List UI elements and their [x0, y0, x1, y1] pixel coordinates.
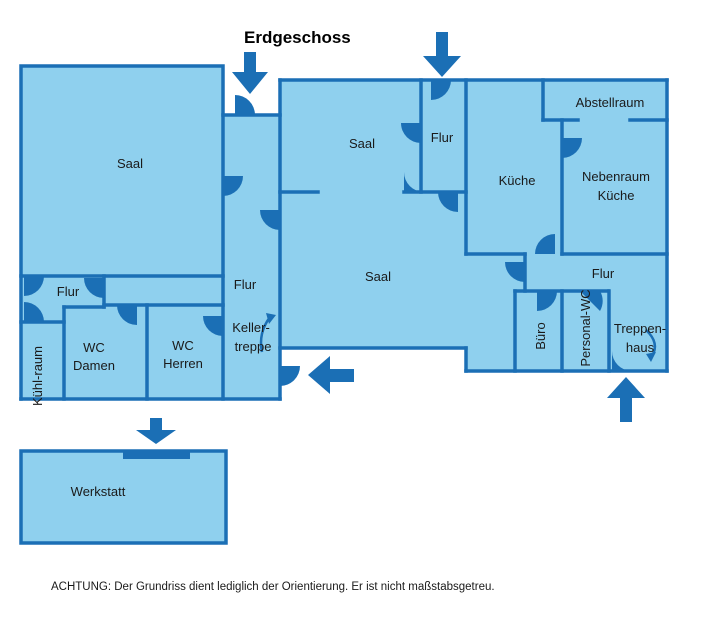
- label-wc-herren-1: WC: [172, 338, 194, 353]
- entrance-arrow-top-left: [232, 52, 268, 94]
- door-saal-left: [223, 176, 243, 196]
- door-wc-herren: [203, 316, 223, 336]
- label-kellertreppe-2: treppe: [235, 339, 272, 354]
- door-kueche: [535, 234, 555, 254]
- door-entrance-left: [235, 95, 255, 115]
- label-flur-main: Flur: [234, 277, 257, 292]
- stair-arrows: [259, 313, 657, 362]
- door-personal-wc: [580, 291, 603, 311]
- label-treppenhaus-2: haus: [626, 340, 655, 355]
- label-saal-left: Saal: [117, 156, 143, 171]
- door-wc-damen: [117, 305, 137, 325]
- door-saal-flur: [438, 192, 458, 212]
- door-buero: [537, 291, 557, 311]
- door-treppenhaus: [612, 351, 632, 371]
- entrance-arrow-side: [308, 356, 354, 394]
- label-nebenraum-2: Küche: [598, 188, 635, 203]
- entrance-arrow-bottom-right: [607, 377, 645, 422]
- label-nebenraum-1: Nebenraum: [582, 169, 650, 184]
- door-flur-to-saal: [260, 210, 280, 230]
- label-wc-herren-2: Herren: [163, 356, 203, 371]
- door-swings: [24, 80, 632, 386]
- label-kellertreppe-1: Keller-: [232, 320, 270, 335]
- label-saal-center: Saal: [365, 269, 391, 284]
- door-flur-right: [505, 262, 525, 282]
- label-treppenhaus-1: Treppen-: [614, 321, 666, 336]
- label-flur-right: Flur: [592, 266, 615, 281]
- label-wc-damen-2: Damen: [73, 358, 115, 373]
- entrance-arrow-top-center: [423, 32, 461, 77]
- label-flur-small: Flur: [57, 284, 80, 299]
- door-flur-small-right: [84, 278, 104, 298]
- room-labels: Saal Flur Flur Keller- treppe WC Damen W…: [30, 95, 666, 499]
- door-flur-top-bottom: [404, 172, 424, 192]
- label-flur-top: Flur: [431, 130, 454, 145]
- label-buero: Büro: [533, 322, 548, 349]
- door-kuehlraum: [24, 302, 44, 322]
- label-kueche: Küche: [499, 173, 536, 188]
- werkstatt-building: [19, 449, 228, 545]
- disclaimer-note: ACHTUNG: Der Grundriss dient lediglich d…: [51, 581, 495, 593]
- label-kuehlraum: Kühl-raum: [30, 346, 45, 406]
- label-werkstatt: Werkstatt: [71, 484, 126, 499]
- door-entrance-top: [431, 80, 451, 100]
- door-nebenraum: [562, 138, 582, 158]
- label-abstellraum: Abstellraum: [576, 95, 645, 110]
- label-personal-wc: Personal-WC: [578, 289, 593, 366]
- page-title: Erdgeschoss: [244, 28, 351, 47]
- door-flur-small-left: [24, 276, 44, 296]
- door-side-entrance: [280, 366, 300, 386]
- label-saal-upper: Saal: [349, 136, 375, 151]
- room-fills: [21, 66, 667, 543]
- label-wc-damen-1: WC: [83, 340, 105, 355]
- door-flur-top-saal: [401, 123, 421, 143]
- entrance-arrow-workshop: [136, 418, 176, 444]
